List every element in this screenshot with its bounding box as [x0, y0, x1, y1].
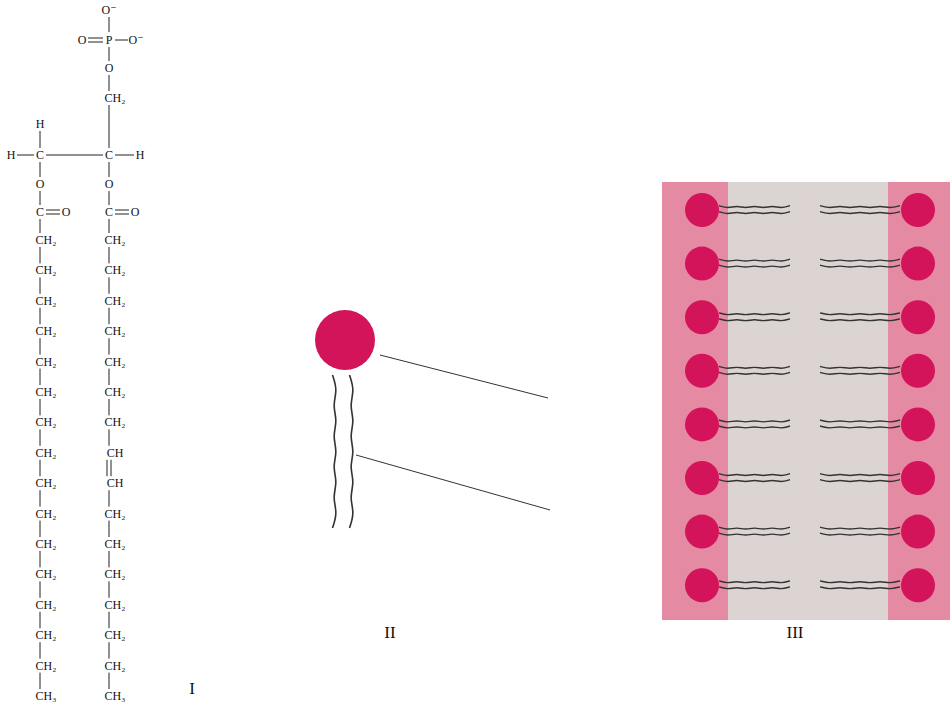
atom-label: O	[131, 206, 140, 218]
figure-number: III	[787, 624, 804, 641]
atom-label: C	[105, 206, 113, 218]
bilayer	[685, 193, 935, 602]
atom-label: CH₂	[36, 264, 57, 276]
atom-label: CH₂	[105, 386, 126, 398]
figure-number: II	[384, 624, 395, 641]
atom-label: CH₂	[36, 325, 57, 337]
atom-label: CH₂	[105, 356, 126, 368]
atom-label: CH₂	[105, 538, 126, 550]
hydrophobic-core	[728, 182, 888, 620]
atom-label: C	[36, 206, 44, 218]
leader-line	[380, 355, 548, 398]
atom-label: P	[106, 34, 113, 46]
atom-label: C	[36, 149, 44, 161]
atom-label: CH₃	[105, 690, 126, 702]
atom-label: CH₂	[105, 416, 126, 428]
atom-label: CH₂	[36, 538, 57, 550]
atom-label: CH₂	[105, 92, 126, 104]
atom-label: H	[7, 149, 16, 161]
atom-label: CH₂	[36, 568, 57, 580]
atom-label: CH₂	[105, 264, 126, 276]
atom-label: CH₂	[105, 325, 126, 337]
atom-label: CH	[107, 447, 124, 459]
atom-label: CH₂	[36, 416, 57, 428]
atom-label: CH₂	[36, 660, 57, 672]
atom-label: O	[105, 62, 114, 74]
atom-label: CH₂	[105, 629, 126, 641]
atom-label: CH₂	[105, 568, 126, 580]
atom-label: CH₂	[36, 234, 57, 246]
atom-label: CH₂	[36, 386, 57, 398]
atom-label: CH₃	[36, 690, 57, 702]
chain-bonds	[40, 247, 111, 689]
atom-label: CH₂	[105, 508, 126, 520]
atom-label: O	[105, 178, 114, 190]
atom-label: CH₂	[105, 599, 126, 611]
water-region	[662, 182, 950, 620]
atom-label: H	[136, 149, 145, 161]
atom-label: H	[36, 118, 45, 130]
polar-head	[315, 310, 375, 370]
atom-label: O⁻	[129, 34, 144, 46]
atom-label: O	[78, 34, 87, 46]
atom-label: CH₂	[36, 295, 57, 307]
atom-label: O	[62, 206, 71, 218]
fatty-tails	[333, 375, 353, 528]
atom-label: C	[105, 149, 113, 161]
atom-label: CH₂	[105, 660, 126, 672]
atom-label: CH₂	[105, 295, 126, 307]
leader-line	[356, 455, 550, 510]
atom-label: O⁻	[102, 4, 117, 16]
bond-lines	[17, 17, 134, 233]
atom-label: CH₂	[105, 234, 126, 246]
atom-label: CH₂	[36, 629, 57, 641]
atom-label: CH₂	[36, 508, 57, 520]
atom-label: CH₂	[36, 599, 57, 611]
atom-label: CH₂	[36, 356, 57, 368]
atom-label: CH₂	[36, 447, 57, 459]
atom-label: CH₂	[36, 477, 57, 489]
figure-number: I	[189, 680, 195, 697]
atom-label: CH	[107, 477, 124, 489]
atom-label: O	[36, 178, 45, 190]
